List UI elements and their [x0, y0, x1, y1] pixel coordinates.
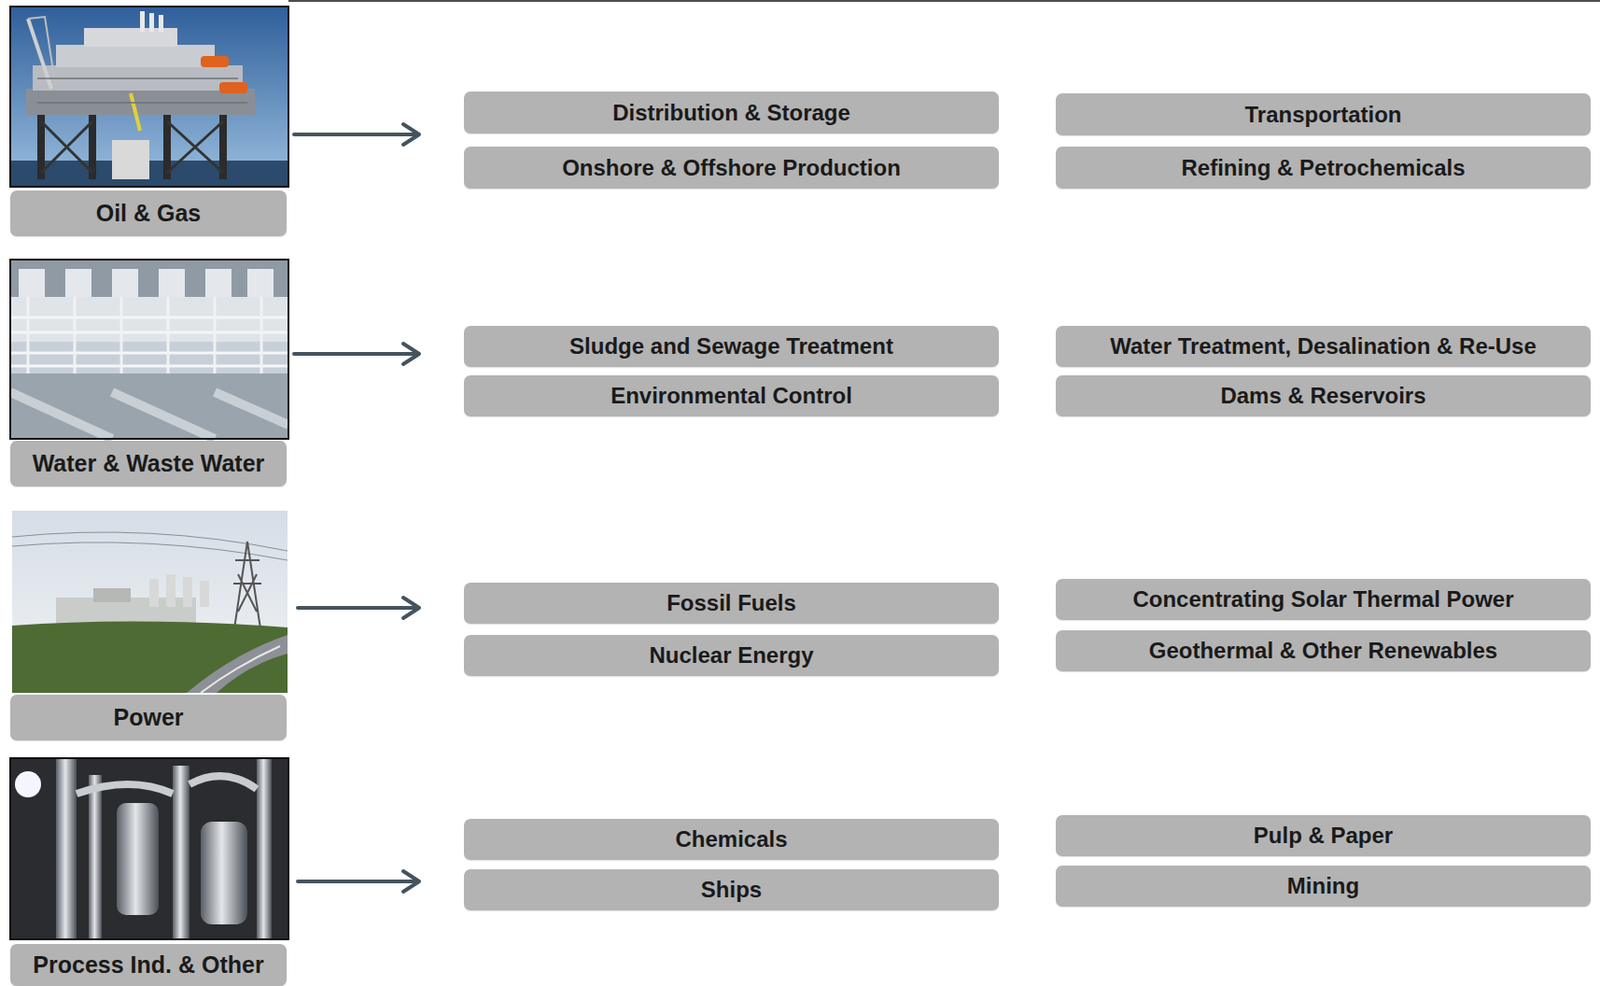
segment-box: Transportation	[1055, 93, 1591, 136]
segment-box: Mining	[1055, 865, 1591, 907]
box-text: Oil & Gas	[96, 199, 202, 227]
top-rule	[288, 0, 1600, 2]
oil-platform-photo	[10, 6, 289, 187]
segment-box: Geothermal & Other Renewables	[1055, 630, 1591, 672]
segment-box: Fossil Fuels	[463, 582, 999, 624]
segment-box: Distribution & Storage	[463, 91, 999, 134]
segment-box: Refining & Petrochemicals	[1055, 146, 1591, 189]
segment-box: Water Treatment, Desalination & Re-Use	[1055, 325, 1591, 367]
box-text: Refining & Petrochemicals	[1180, 154, 1465, 182]
segment-box: Nuclear Energy	[463, 634, 999, 676]
segment-box: Pulp & Paper	[1055, 814, 1591, 857]
segment-box: Concentrating Solar Thermal Power	[1055, 578, 1591, 620]
segment-box: Ships	[463, 869, 999, 911]
segment-box: Chemicals	[463, 818, 999, 860]
box-text: Onshore & Offshore Production	[561, 154, 901, 182]
box-text: Geothermal & Other Renewables	[1149, 637, 1498, 664]
power-station-photo	[12, 510, 288, 693]
segment-box: Sludge and Sewage Treatment	[463, 325, 999, 367]
box-text: Concentrating Solar Thermal Power	[1132, 586, 1514, 613]
box-text: Distribution & Storage	[612, 99, 851, 127]
box-text: Water & Waste Water	[32, 449, 266, 478]
sector-label: Water & Waste Water	[10, 440, 287, 487]
box-text: Water Treatment, Desalination & Re-Use	[1109, 333, 1537, 360]
arrow	[294, 124, 420, 892]
box-text: Ships	[701, 876, 762, 903]
segment-box: Dams & Reservoirs	[1055, 375, 1591, 417]
box-text: Power	[112, 703, 183, 731]
box-text: Nuclear Energy	[648, 642, 814, 669]
box-text: Dams & Reservoirs	[1220, 382, 1426, 409]
box-text: Process Ind. & Other	[32, 951, 264, 979]
box-text: Pulp & Paper	[1253, 822, 1393, 849]
box-text: Mining	[1287, 872, 1360, 899]
sector-label: Power	[10, 694, 287, 741]
box-text: Transportation	[1244, 101, 1402, 128]
box-text: Environmental Control	[610, 382, 853, 409]
segment-box: Environmental Control	[463, 375, 999, 417]
sector-label: Oil & Gas	[10, 190, 287, 237]
sector-label: Process Ind. & Other	[10, 943, 287, 986]
segment-box: Onshore & Offshore Production	[463, 146, 999, 189]
box-text: Chemicals	[674, 826, 787, 853]
water-treatment-photo	[10, 259, 289, 439]
box-text: Fossil Fuels	[666, 589, 797, 617]
box-text: Sludge and Sewage Treatment	[569, 333, 894, 360]
process-plant-photo	[10, 757, 289, 940]
